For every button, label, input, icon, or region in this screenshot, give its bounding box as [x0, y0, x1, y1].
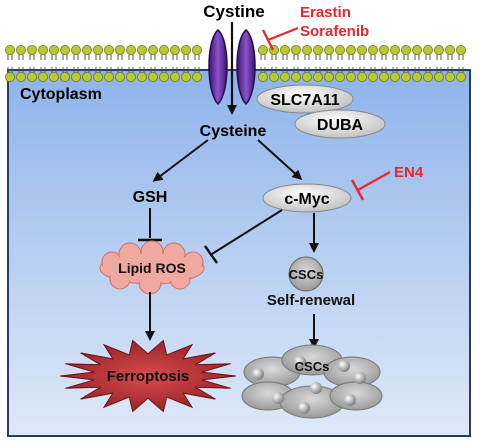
- en4-inhibition: [350, 171, 391, 201]
- gsh-inhibition: [138, 208, 162, 242]
- cloud-icon: [99, 240, 205, 295]
- gsh-label: GSH: [133, 189, 168, 206]
- cscs-top-label: CSCs: [289, 267, 324, 282]
- sorafenib-label: Sorafenib: [300, 23, 369, 40]
- duba-label: DUBA: [317, 117, 364, 134]
- erastin-inhibition: [261, 26, 299, 51]
- cysteine-to-cmyc-arrow: [257, 139, 303, 181]
- lipid-ros-label: Lipid ROS: [118, 260, 186, 276]
- cystine-label: Cystine: [203, 2, 264, 21]
- membrane-icon: [5, 45, 466, 83]
- cscs-bottom-label: CSCs: [295, 359, 330, 374]
- cscs-sphere: [288, 256, 324, 292]
- slc7a11-oval: [256, 84, 354, 114]
- cmyc-inhibition: [204, 209, 283, 264]
- cytoplasm-label: Cytoplasm: [20, 86, 102, 103]
- transporter-icon: [208, 29, 256, 106]
- cmyc-label: c-Myc: [284, 191, 329, 208]
- self-renewal-label: Self-renewal: [267, 292, 355, 309]
- star-burst-icon: [59, 339, 237, 413]
- duba-oval: [294, 109, 386, 139]
- cell-cluster-icon: [241, 344, 383, 419]
- cysteine-to-gsh-arrow: [152, 139, 209, 182]
- slc7a11-label: SLC7A11: [270, 92, 339, 109]
- cmyc-oval: [262, 183, 352, 213]
- en4-label: EN4: [394, 164, 424, 181]
- erastin-label: Erastin: [300, 4, 351, 21]
- cysteine-label: Cysteine: [200, 123, 267, 140]
- ferroptosis-label: Ferroptosis: [107, 368, 190, 385]
